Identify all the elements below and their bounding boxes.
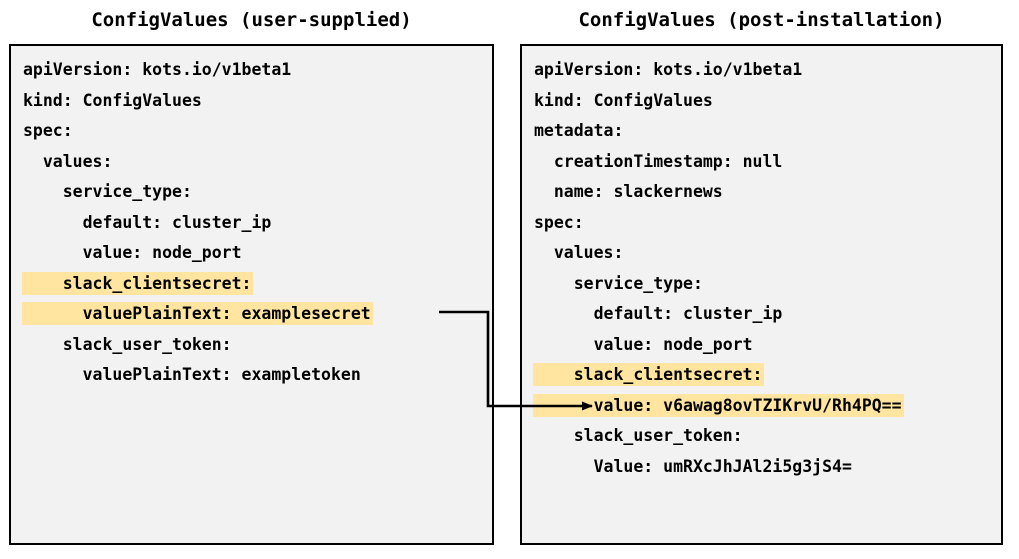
yaml-line: value: node_port — [533, 330, 999, 361]
yaml-line: creationTimestamp: null — [533, 147, 999, 178]
yaml-line: kind: ConfigValues — [22, 86, 490, 117]
yaml-line-text: default: cluster_ip — [534, 304, 783, 323]
yaml-line-text: apiVersion: kots.io/v1beta1 — [23, 60, 292, 79]
yaml-line-text: slack_user_token: — [534, 426, 743, 445]
yaml-line: value: node_port — [22, 238, 490, 269]
yaml-line-highlighted: slack_clientsecret: — [22, 271, 254, 295]
yaml-line-text: service_type: — [23, 182, 192, 201]
yaml-line: metadata: — [533, 116, 999, 147]
left-panel-box: apiVersion: kots.io/v1beta1 kind: ConfigV… — [9, 44, 494, 545]
yaml-line: slack_user_token: — [533, 421, 999, 452]
left-panel-yaml: apiVersion: kots.io/v1beta1 kind: ConfigV… — [22, 55, 490, 391]
yaml-line-highlighted: value: v6awag8ovTZIKrvU/Rh4PQ== — [533, 393, 904, 417]
yaml-line-text: creationTimestamp: null — [534, 151, 783, 171]
yaml-line-text: valuePlainText: exampletoken — [23, 365, 361, 384]
yaml-line: valuePlainText: examplesecret — [22, 299, 490, 330]
yaml-line: slack_clientsecret: — [22, 269, 490, 300]
yaml-line: service_type: — [22, 177, 490, 208]
yaml-line: default: cluster_ip — [22, 208, 490, 239]
yaml-line: value: v6awag8ovTZIKrvU/Rh4PQ== — [533, 391, 999, 422]
yaml-line: valuePlainText: exampletoken — [22, 360, 490, 391]
yaml-line: apiVersion: kots.io/v1beta1 — [533, 55, 999, 86]
right-panel-yaml: apiVersion: kots.io/v1beta1 kind: ConfigV… — [533, 55, 999, 482]
yaml-line: spec: — [22, 116, 490, 147]
yaml-line: kind: ConfigValues — [533, 86, 999, 117]
yaml-line: slack_clientsecret: — [533, 360, 999, 391]
yaml-line-highlighted: slack_clientsecret: — [533, 363, 765, 386]
yaml-line-text: slack_user_token: — [23, 334, 232, 354]
yaml-line-text: metadata: — [534, 121, 624, 140]
yaml-line: service_type: — [533, 269, 999, 300]
yaml-line: default: cluster_ip — [533, 299, 999, 330]
yaml-line-text: spec: — [534, 212, 584, 232]
right-panel-title: ConfigValues (post-installation) — [578, 9, 945, 31]
yaml-line: name: slackernews — [533, 177, 999, 208]
yaml-line: Value: umRXcJhJAl2i5g3jS4= — [533, 452, 999, 483]
yaml-line-text: values: — [534, 243, 624, 262]
yaml-line-text: values: — [23, 151, 113, 171]
left-panel-title: ConfigValues (user-supplied) — [91, 9, 412, 31]
yaml-line-text: default: cluster_ip — [23, 212, 272, 232]
yaml-line-text: service_type: — [534, 273, 703, 293]
yaml-line-text: kind: ConfigValues — [534, 90, 713, 110]
yaml-line-text: Value: umRXcJhJAl2i5g3jS4= — [534, 456, 852, 476]
yaml-line-highlighted: valuePlainText: examplesecret — [22, 302, 373, 325]
yaml-line-text: name: slackernews — [534, 182, 723, 201]
yaml-line: slack_user_token: — [22, 330, 490, 361]
yaml-line: values: — [22, 147, 490, 178]
yaml-line: apiVersion: kots.io/v1beta1 — [22, 55, 490, 86]
yaml-line: spec: — [533, 208, 999, 239]
yaml-line-text: kind: ConfigValues — [23, 90, 202, 110]
yaml-line-text: value: node_port — [534, 334, 753, 354]
yaml-line: values: — [533, 238, 999, 269]
yaml-line-text: value: node_port — [23, 243, 242, 262]
right-panel-box: apiVersion: kots.io/v1beta1 kind: ConfigV… — [520, 44, 1003, 545]
yaml-line-text: apiVersion: kots.io/v1beta1 — [534, 60, 803, 79]
yaml-line-text: spec: — [23, 121, 73, 140]
